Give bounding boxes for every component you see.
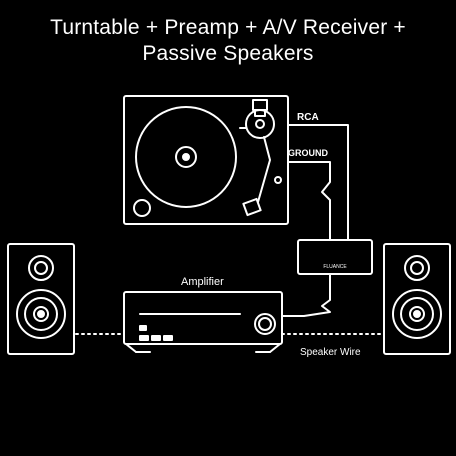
diagram-title-line2: Passive Speakers [142, 42, 314, 65]
ground-cable [287, 161, 331, 241]
amplifier-label: Amplifier [181, 276, 224, 288]
diagram-title-line1: Turntable + Preamp + A/V Receiver + [50, 16, 406, 39]
rca-cable [287, 124, 349, 241]
speaker-icon [383, 243, 451, 355]
speaker-wire-label: Speaker Wire [300, 347, 361, 358]
speaker-icon [7, 243, 75, 355]
preamp-to-amp-cable [281, 273, 331, 317]
preamp-icon [297, 239, 373, 275]
rca-label: RCA [297, 112, 319, 123]
turntable-icon [123, 95, 289, 225]
amplifier-icon [123, 291, 283, 353]
preamp-brand-label: FLUANCE [323, 264, 347, 270]
ground-label: GROUND [288, 148, 328, 158]
